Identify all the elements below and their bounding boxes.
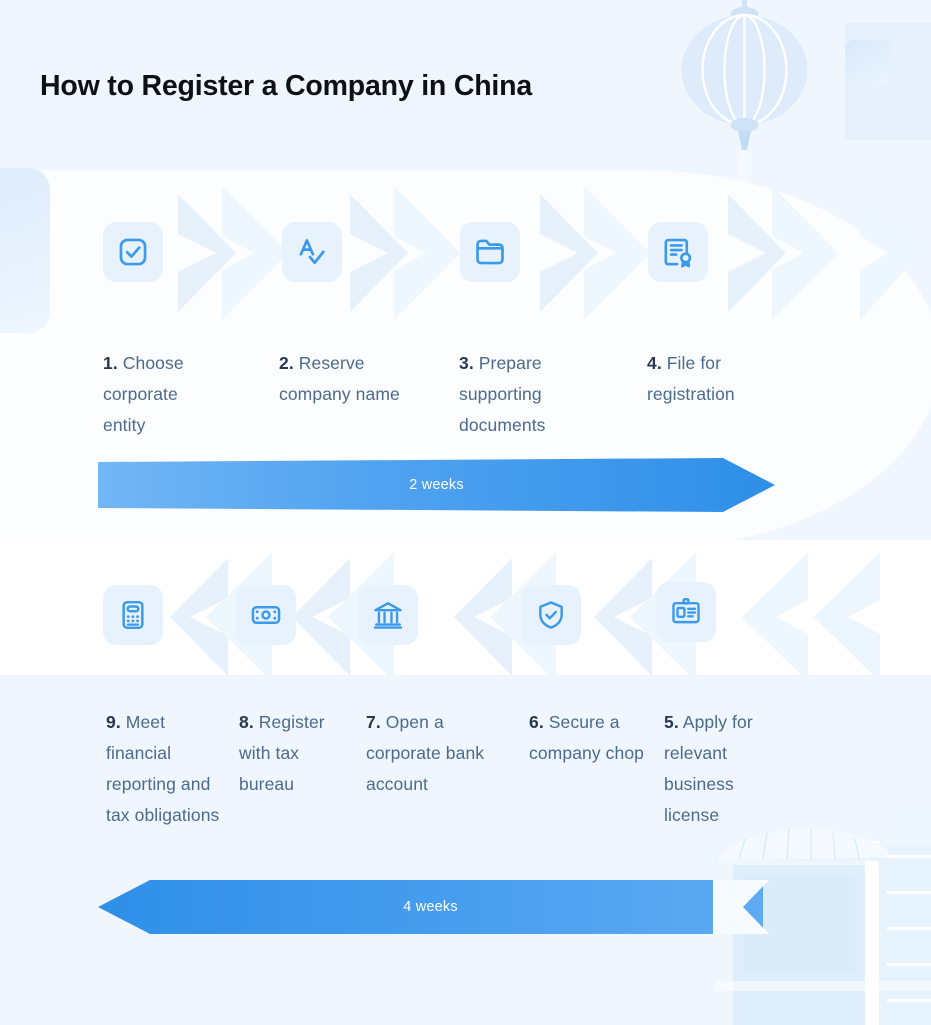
bank-building-icon: [373, 602, 403, 629]
checkbox-check-icon: [119, 238, 147, 266]
step-text-1: Choose corporate entity: [103, 353, 184, 435]
step-number-7: 7.: [366, 712, 381, 732]
step-number-1: 1.: [103, 353, 118, 373]
step-label-3: 3. Prepare supporting documents: [459, 348, 594, 441]
step-label-5: 5. Apply for relevant business license: [664, 707, 788, 831]
step-label-6: 6. Secure a company chop: [529, 707, 651, 769]
step-text-5: Apply for relevant business license: [664, 712, 753, 825]
step-number-6: 6.: [529, 712, 544, 732]
step-text-8: Register with tax bureau: [239, 712, 325, 794]
step-icon-tile-8: [236, 585, 296, 645]
step-icon-tile-9: [103, 585, 163, 645]
step-icon-tile-4: [648, 222, 708, 282]
decorative-square-left: [0, 168, 50, 333]
shield-check-icon: [539, 601, 563, 629]
step-icon-tile-2: [282, 222, 342, 282]
step-text-2: Reserve company name: [279, 353, 400, 404]
duration-banner-bottom-label: 4 weeks: [403, 899, 458, 915]
step-text-6: Secure a company chop: [529, 712, 645, 763]
step-text-3: Prepare supporting documents: [459, 353, 546, 435]
duration-banner-top: 2 weeks: [98, 458, 775, 512]
duration-banner-bottom: 4 weeks: [98, 880, 763, 934]
chinese-lantern-icon: [681, 0, 808, 198]
step-text-7: Open a corporate bank account: [366, 712, 485, 794]
step-number-2: 2.: [279, 353, 294, 373]
step-icon-tile-7: [358, 585, 418, 645]
step-number-5: 5.: [664, 712, 679, 732]
banknote-icon: [251, 606, 281, 624]
step-icon-tile-3: [460, 222, 520, 282]
folder-icon: [476, 239, 504, 265]
step-number-4: 4.: [647, 353, 662, 373]
step-text-4: File for registration: [647, 353, 735, 404]
letter-a-check-icon: [299, 239, 325, 265]
step-icon-tile-5: [656, 582, 716, 642]
step-label-7: 7. Open a corporate bank account: [366, 707, 498, 800]
step-label-8: 8. Register with tax bureau: [239, 707, 357, 800]
step-icon-tile-1: [103, 222, 163, 282]
page-title: How to Register a Company in China: [40, 70, 533, 102]
id-badge-icon: [672, 598, 700, 624]
step-text-9: Meet financial reporting and tax obligat…: [106, 712, 220, 825]
step-number-8: 8.: [239, 712, 254, 732]
decorative-square-large: [845, 22, 931, 140]
step-label-9: 9. Meet financial reporting and tax obli…: [106, 707, 228, 831]
step-number-9: 9.: [106, 712, 121, 732]
step-label-2: 2. Reserve company name: [279, 348, 404, 410]
step-label-4: 4. File for registration: [647, 348, 777, 410]
calculator-icon: [122, 600, 144, 630]
step-number-3: 3.: [459, 353, 474, 373]
duration-banner-top-label: 2 weeks: [409, 477, 464, 493]
step-icon-tile-6: [521, 585, 581, 645]
decorative-square-small: [845, 40, 891, 84]
step-label-1: 1. Choose corporate entity: [103, 348, 223, 441]
certificate-seal-icon: [664, 238, 692, 268]
